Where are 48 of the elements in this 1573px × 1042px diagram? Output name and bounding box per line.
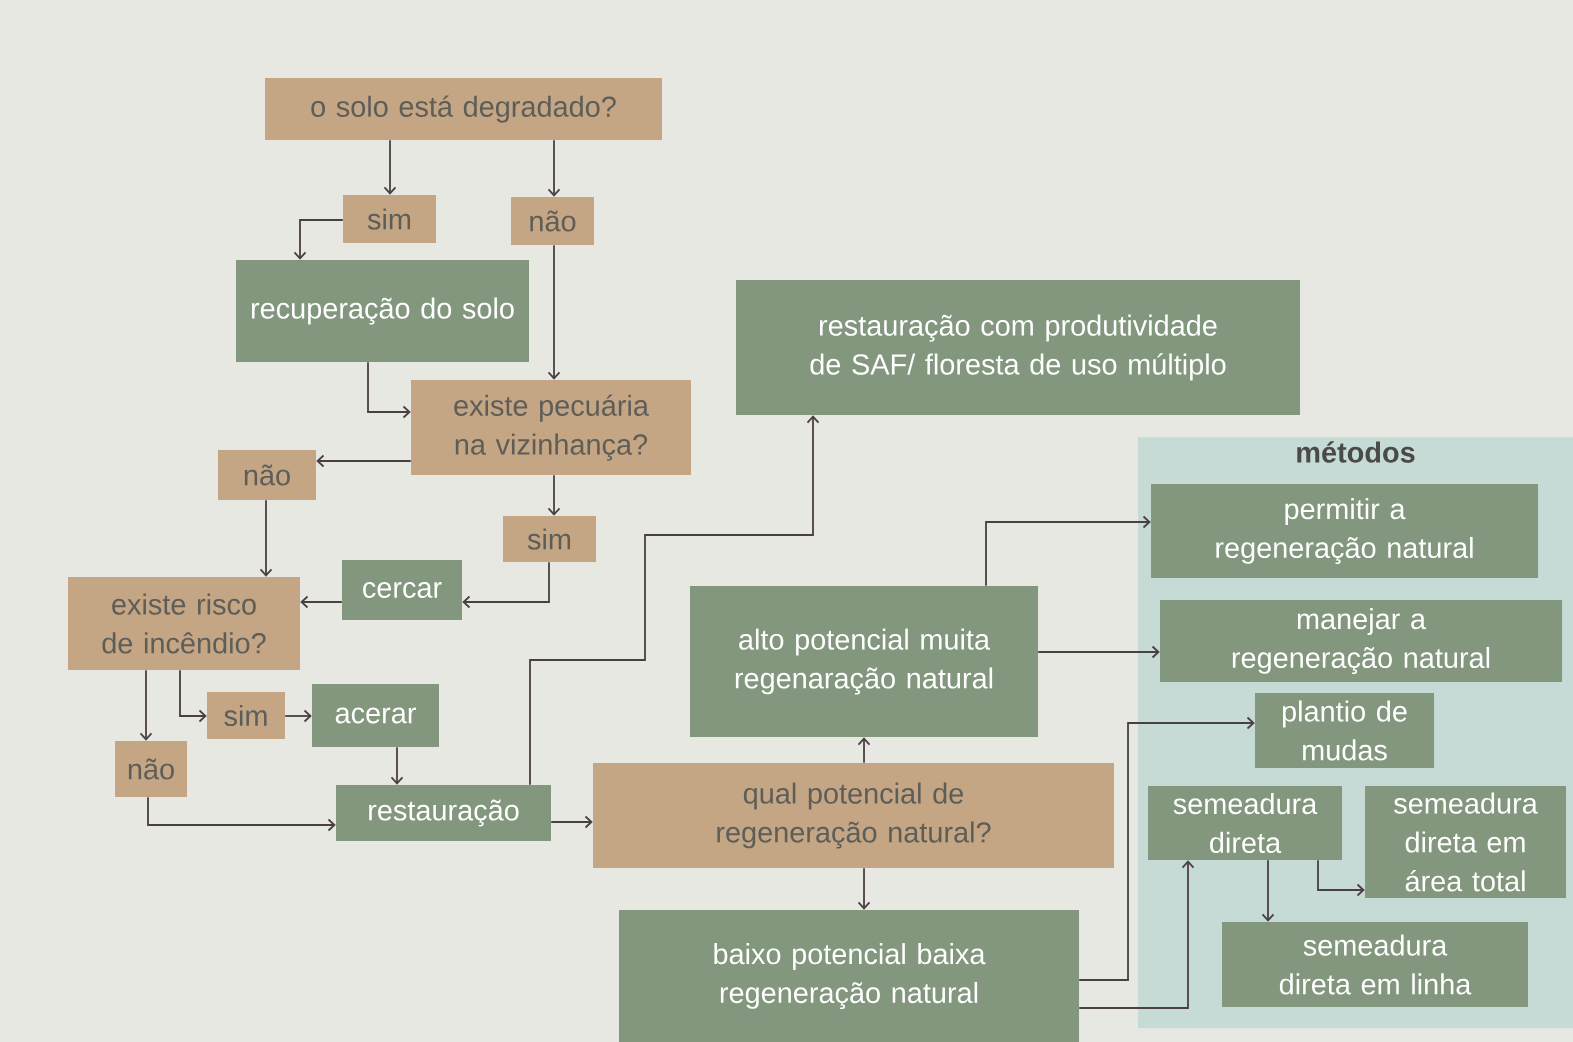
arrow [547, 244, 561, 380]
action-box: restauração [336, 785, 551, 841]
arrow [1317, 859, 1365, 897]
arrow [316, 454, 412, 468]
arrow [547, 139, 561, 197]
arrow [985, 515, 1151, 587]
arrow [1078, 860, 1195, 1009]
method-box: semeadura direta em linha [1222, 922, 1528, 1007]
arrow [1078, 716, 1255, 981]
method-box: permitir a regeneração natural [1151, 484, 1538, 578]
choice-box: sim [343, 195, 436, 243]
arrow [139, 669, 153, 741]
arrow [550, 815, 593, 829]
choice-box: não [218, 450, 316, 500]
arrow [857, 867, 871, 910]
question-box: existe pecuária na vizinhança? [411, 380, 691, 475]
choice-box: não [511, 197, 594, 245]
arrow [547, 474, 561, 516]
choice-box: sim [207, 692, 285, 739]
arrow [259, 499, 273, 577]
arrow [367, 361, 411, 419]
action-box: acerar [312, 684, 439, 747]
arrow [383, 139, 397, 195]
arrow [179, 669, 207, 723]
method-box: manejar a regeneração natural [1160, 600, 1562, 682]
question-box: qual potencial de regeneração natural? [593, 763, 1114, 868]
choice-box: sim [503, 516, 596, 562]
arrow [284, 709, 312, 723]
question-box: o solo está degradado? [265, 78, 662, 140]
method-box: semeadura direta [1148, 786, 1342, 860]
arrow [857, 737, 871, 764]
arrow [390, 746, 404, 785]
arrow [1037, 645, 1160, 659]
arrow [147, 796, 336, 832]
action-box: cercar [342, 560, 462, 620]
arrow [300, 595, 343, 609]
arrow [462, 561, 550, 609]
action-box: baixo potencial baixa regeneração natural [619, 910, 1079, 1042]
arrow [293, 219, 344, 260]
question-box: existe risco de incêndio? [68, 577, 300, 670]
arrow [1261, 859, 1275, 922]
method-box: plantio de mudas [1255, 693, 1434, 768]
choice-box: não [115, 741, 187, 797]
method-box: semeadura direta em área total [1365, 786, 1566, 898]
arrow [529, 415, 820, 786]
action-box: alto potencial muita regenaração natural [690, 586, 1038, 737]
action-box: recuperação do solo [236, 260, 529, 362]
action-box: restauração com produtividade de SAF/ floresta de uso múltiplo [736, 280, 1300, 415]
